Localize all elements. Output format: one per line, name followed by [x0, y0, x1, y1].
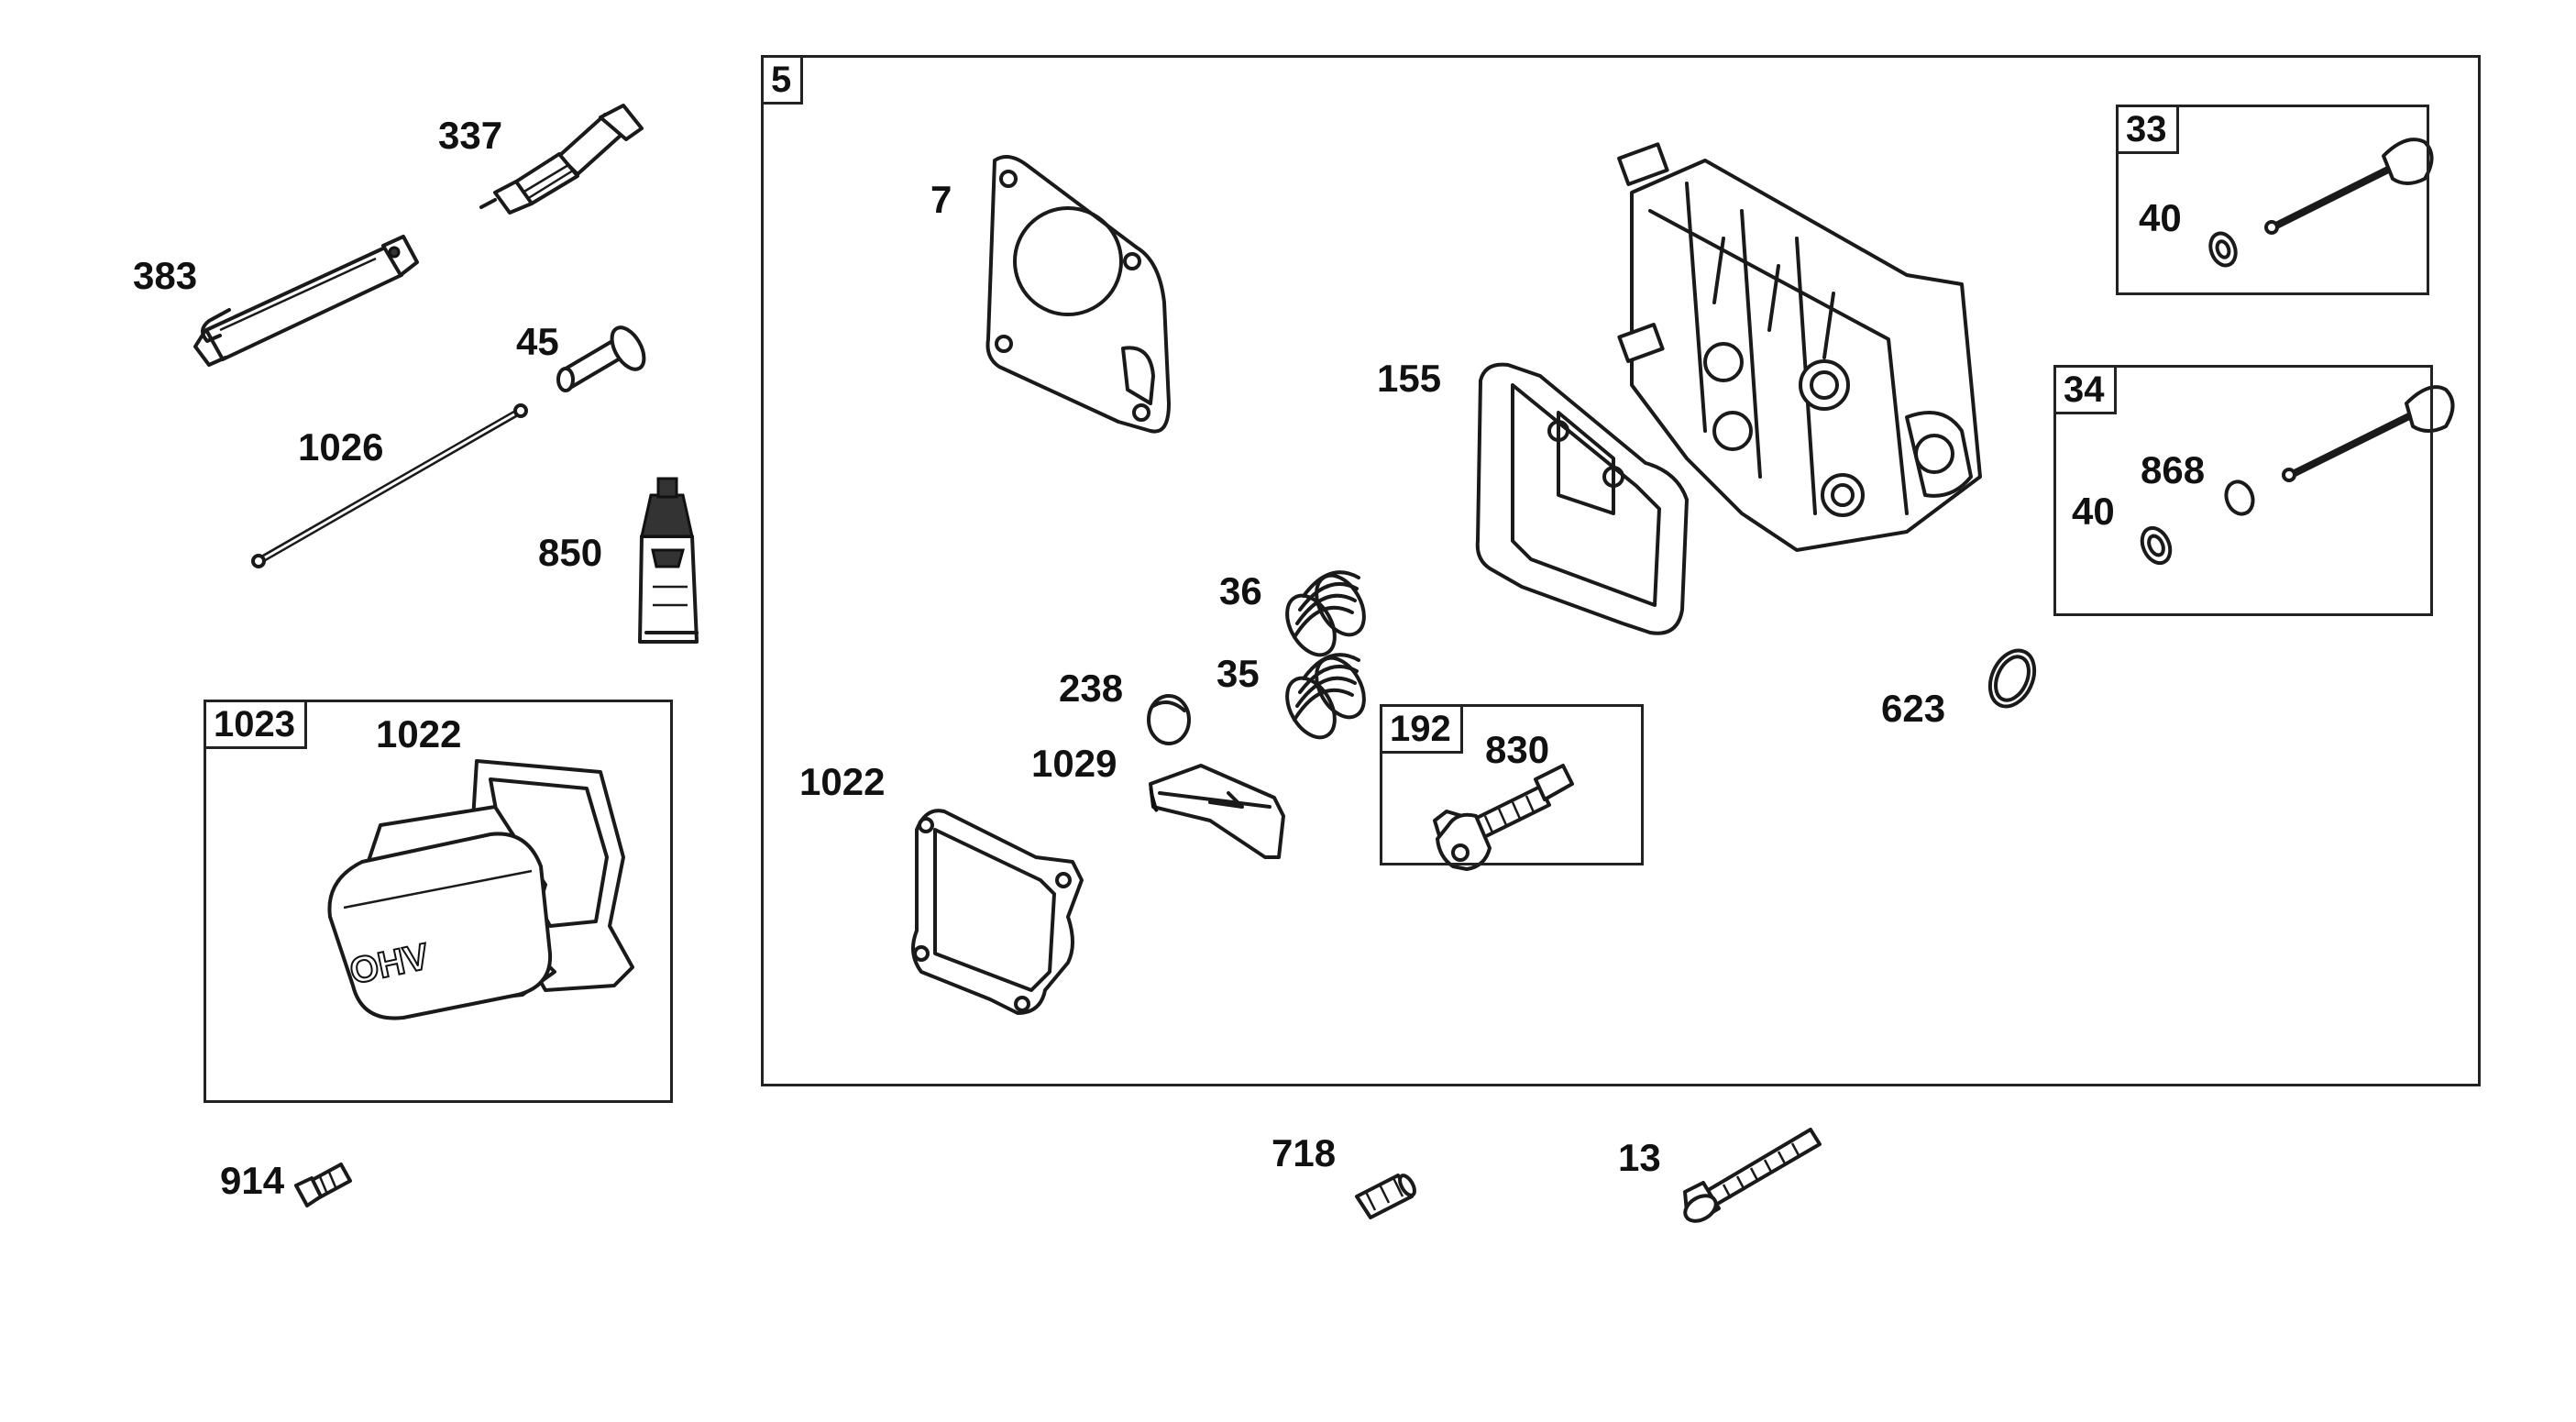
intake-valve-tag[interactable]: 34 [2056, 368, 2117, 414]
valve-cover-kit-tag[interactable]: 1023 [206, 702, 307, 749]
intake-valve-box: 34 [2053, 365, 2433, 616]
tappet-drawing[interactable] [556, 322, 651, 392]
spark-tester-drawing[interactable] [193, 235, 419, 367]
label-spark-tester[interactable]: 383 [133, 254, 198, 297]
push-rod-drawing[interactable] [251, 403, 528, 568]
label-spring-36[interactable]: 36 [1219, 569, 1262, 612]
label-spring-35[interactable]: 35 [1216, 652, 1260, 695]
label-cylinder-head[interactable]: 155 [1377, 357, 1442, 400]
intake-valve-drawing[interactable] [2137, 385, 2455, 568]
label-tappet[interactable]: 45 [516, 320, 559, 363]
label-cover-gasket[interactable]: 1022 [799, 760, 886, 803]
label-head-bolt[interactable]: 13 [1618, 1136, 1661, 1179]
label-valve-seal[interactable]: 868 [2141, 448, 2206, 491]
label-sealant[interactable]: 850 [538, 531, 603, 574]
label-spark-plug[interactable]: 337 [438, 114, 503, 157]
valve-cover-kit-box: 1023 [204, 700, 673, 1103]
rocker-stud-tag[interactable]: 192 [1382, 707, 1463, 754]
label-o-ring[interactable]: 623 [1881, 687, 1946, 730]
screw-914-drawing[interactable] [294, 1163, 352, 1207]
spring-36-drawing[interactable] [1277, 568, 1373, 664]
label-screw-914[interactable]: 914 [220, 1159, 285, 1202]
head-gasket-drawing[interactable] [985, 155, 1171, 434]
main-kit-box: 5 [761, 55, 2481, 1086]
valve-cover-kit-drawing[interactable]: OHV [327, 759, 634, 1020]
spring-35-drawing[interactable] [1277, 650, 1373, 746]
sealant-tube-drawing[interactable] [638, 477, 699, 644]
cover-gasket-drawing[interactable] [911, 809, 1084, 1015]
label-head-gasket[interactable]: 7 [930, 178, 952, 221]
spark-plug-drawing[interactable] [479, 104, 644, 215]
o-ring-drawing[interactable] [1982, 644, 2043, 714]
label-retainer-exhaust[interactable]: 40 [2139, 196, 2182, 239]
cylinder-head-drawing[interactable] [1617, 142, 1982, 552]
label-dowel-pin[interactable]: 718 [1271, 1131, 1337, 1174]
head-bolt-drawing[interactable] [1680, 1128, 1822, 1226]
exhaust-valve-box: 33 [2116, 105, 2429, 295]
rocker-arm-drawing[interactable] [1149, 764, 1285, 859]
label-rocker-nut[interactable]: 830 [1485, 728, 1550, 771]
valve-cap-drawing[interactable] [1147, 694, 1191, 745]
exhaust-valve-drawing[interactable] [2207, 138, 2434, 269]
label-valve-cap[interactable]: 238 [1059, 667, 1124, 710]
label-rocker-arm[interactable]: 1029 [1031, 742, 1117, 785]
dowel-pin-drawing[interactable] [1355, 1174, 1417, 1219]
exhaust-valve-tag[interactable]: 33 [2119, 107, 2179, 154]
rocker-cover-drawing[interactable] [1475, 362, 1689, 635]
label-push-rod[interactable]: 1026 [298, 425, 384, 468]
label-cover-gasket-kit[interactable]: 1022 [376, 712, 462, 755]
label-retainer-intake[interactable]: 40 [2072, 490, 2115, 533]
main-kit-box-tag[interactable]: 5 [764, 58, 804, 105]
rocker-stud-box: 192 [1380, 704, 1644, 865]
rocker-stud-nut-drawing[interactable] [1433, 764, 1574, 871]
